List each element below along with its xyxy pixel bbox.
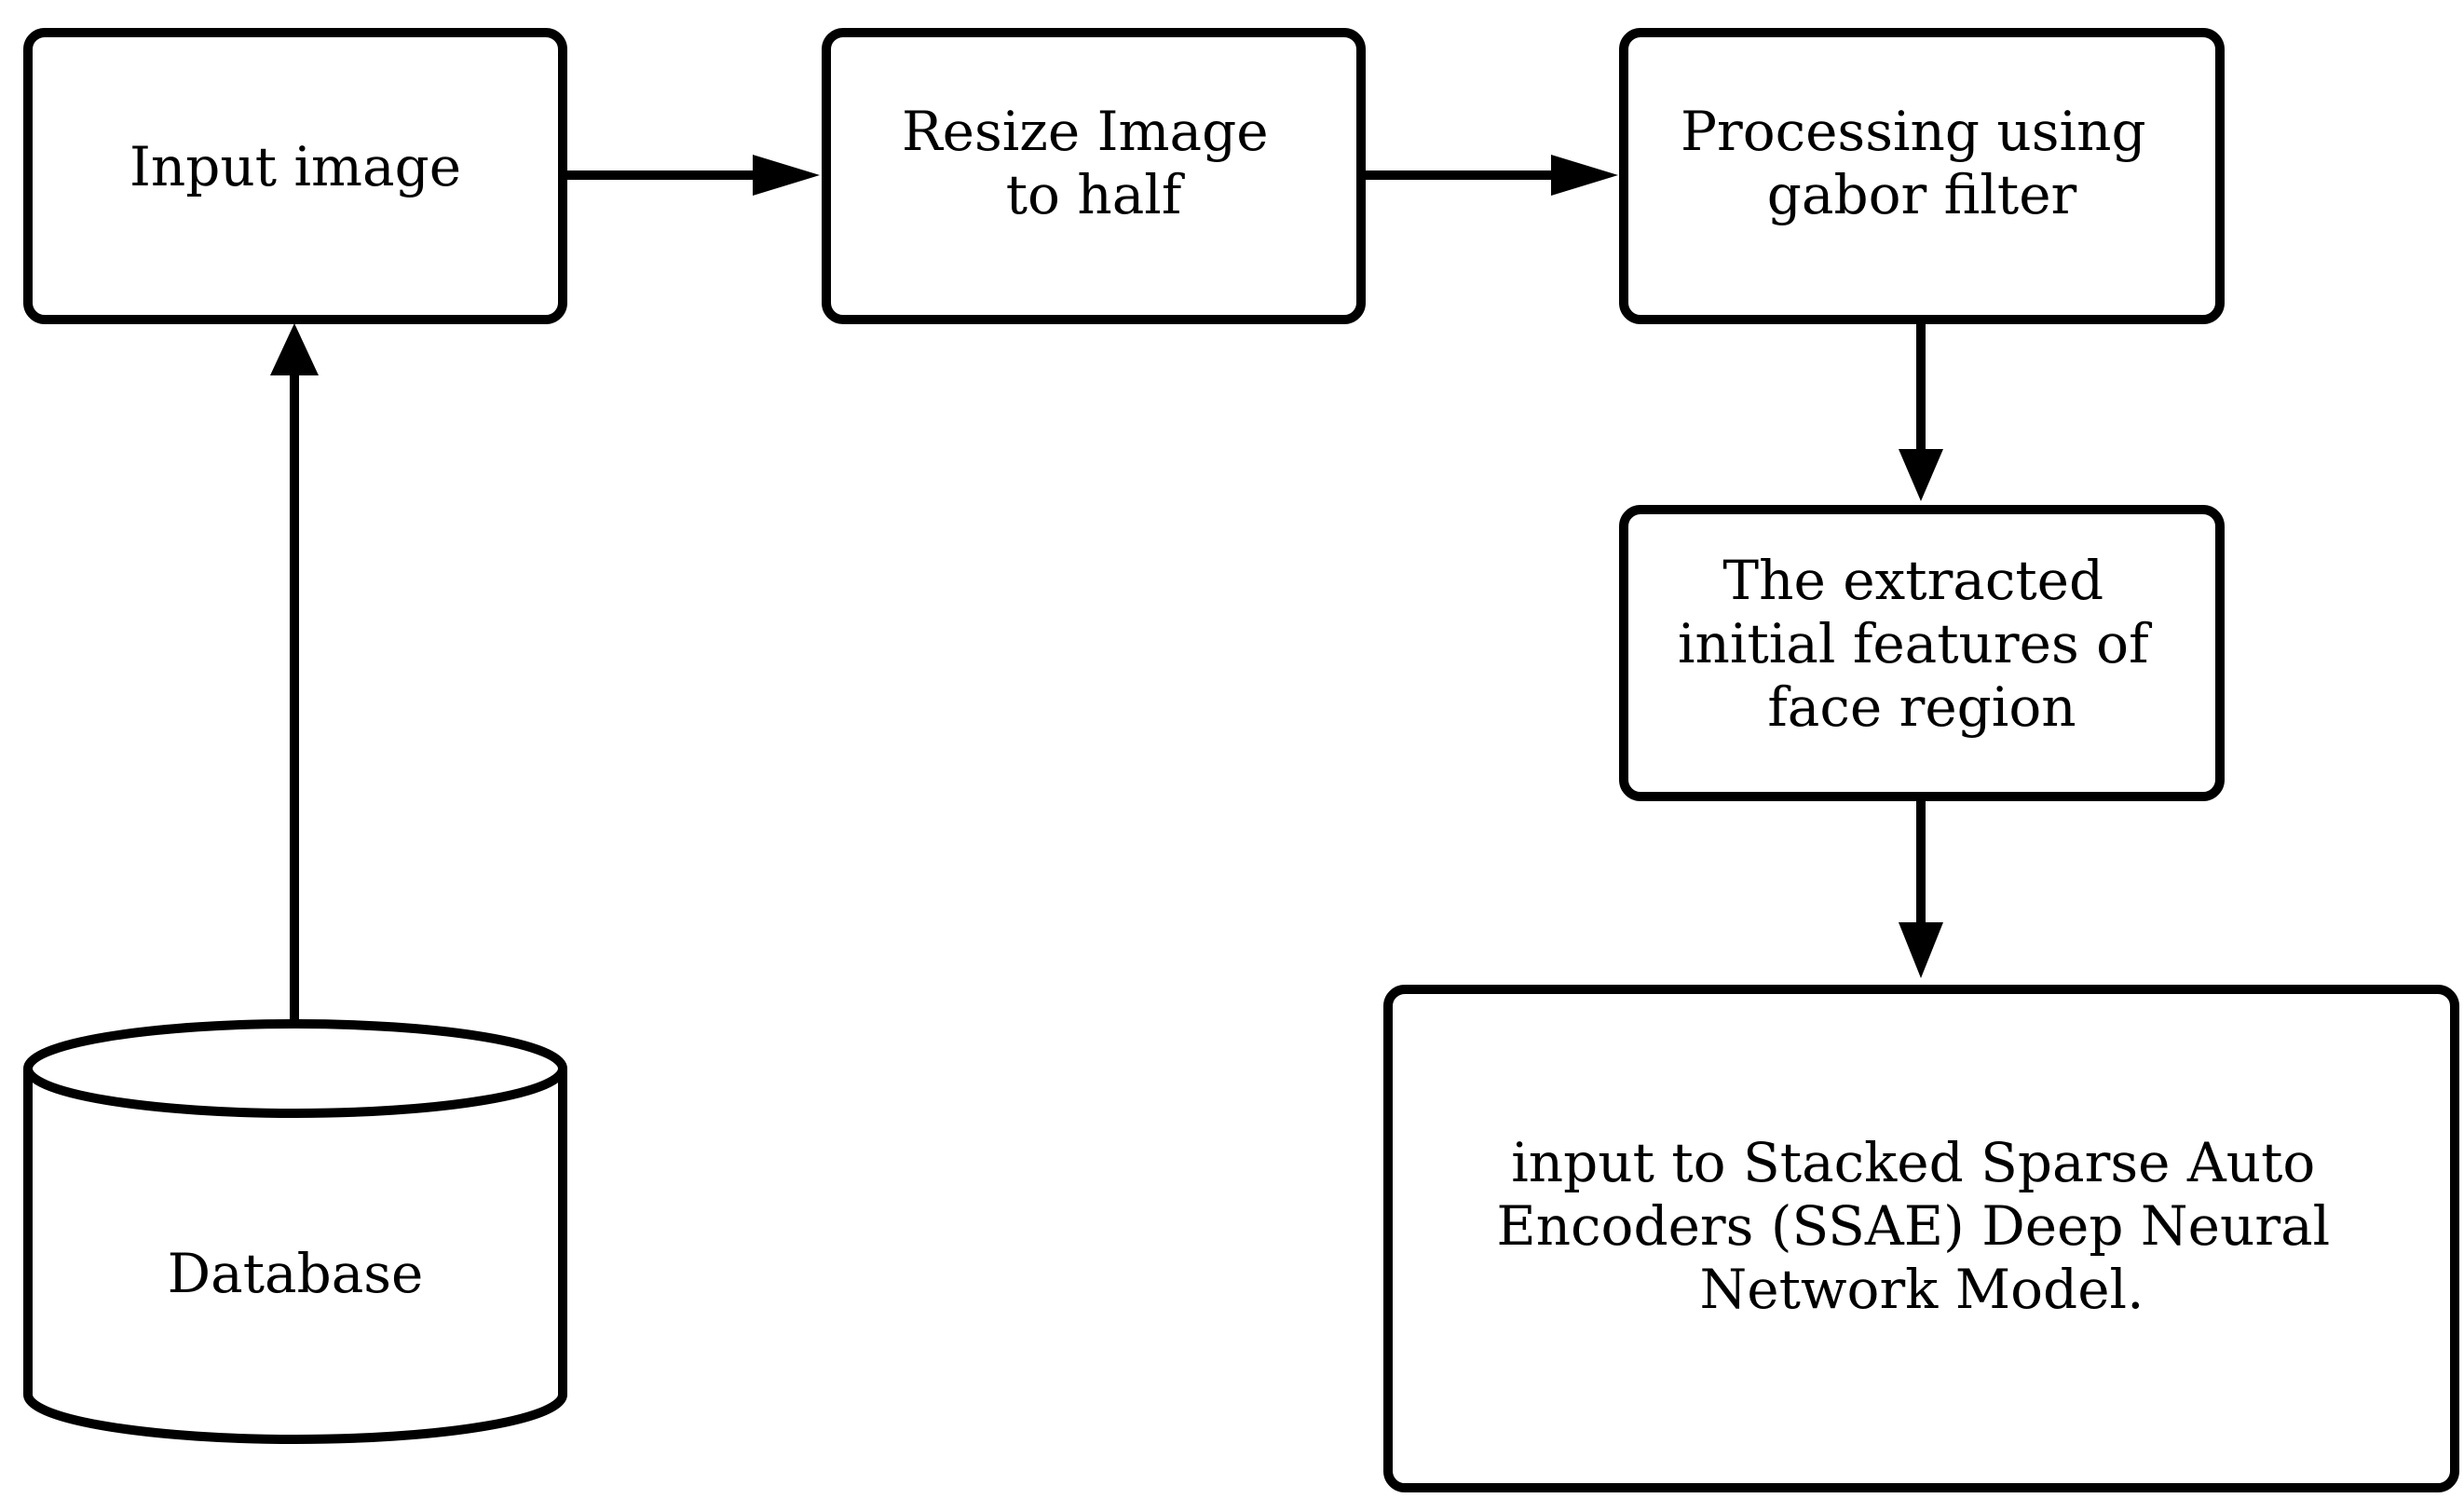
node-gabor-processing: Processing using gabor filter bbox=[1619, 28, 2225, 324]
arrowhead-right bbox=[753, 155, 820, 196]
node-resize-image-line-1: Resize Image bbox=[902, 100, 1269, 163]
svg-text:Input image: Input image bbox=[129, 135, 461, 198]
arrowhead-down bbox=[1899, 922, 1943, 978]
node-gabor-processing-line-2: gabor filter bbox=[1767, 163, 2077, 226]
node-database-line: Database bbox=[168, 1242, 424, 1305]
arrowhead-right bbox=[1551, 155, 1618, 196]
svg-text:Database: Database bbox=[168, 1242, 424, 1305]
node-extracted-features-line-1: The extracted bbox=[1722, 549, 2103, 612]
connector-features-to-ssae bbox=[1899, 797, 1943, 978]
node-resize-image-line-2: to half bbox=[1006, 163, 1185, 226]
node-database: Database bbox=[23, 1019, 567, 1444]
svg-text:Processing using gabor f: Processing using gabor filter bbox=[1681, 100, 2163, 226]
connector-input-to-resize bbox=[563, 155, 820, 196]
node-input-image-line: Input image bbox=[129, 135, 461, 198]
node-ssae-model-line-2: Encoders (SSAE) Deep Neural bbox=[1496, 1194, 2330, 1258]
svg-text:The extracted initial fe: The extracted initial features of face r… bbox=[1678, 549, 2166, 739]
node-extracted-features-line-3: face region bbox=[1767, 675, 2076, 739]
node-ssae-model-line-1: input to Stacked Sparse Auto bbox=[1511, 1131, 2315, 1194]
connector-resize-to-gabor bbox=[1361, 155, 1618, 196]
node-gabor-processing-line-1: Processing using bbox=[1681, 100, 2146, 163]
database-cylinder-top bbox=[23, 1019, 567, 1118]
node-extracted-features: The extracted initial features of face r… bbox=[1619, 505, 2225, 801]
node-ssae-model: input to Stacked Sparse Auto Encoders (S… bbox=[1383, 985, 2459, 1492]
connector-database-to-input bbox=[270, 323, 319, 1020]
svg-text:input to Stacked Sparse Auto: input to Stacked Sparse Auto Encoders (S… bbox=[1496, 1131, 2347, 1321]
connector-gabor-to-features bbox=[1899, 320, 1943, 501]
arrowhead-down bbox=[1899, 449, 1943, 501]
arrowhead-up bbox=[270, 323, 319, 375]
node-resize-image: Resize Image to half bbox=[822, 28, 1366, 324]
node-extracted-features-line-2: initial features of bbox=[1678, 612, 2152, 675]
node-ssae-model-line-3: Network Model. bbox=[1700, 1258, 2144, 1321]
svg-text:Resize Image to half: Resize Image to half bbox=[902, 100, 1286, 226]
database-cylinder-icon bbox=[23, 1069, 567, 1444]
node-input-image: Input image bbox=[23, 28, 567, 324]
